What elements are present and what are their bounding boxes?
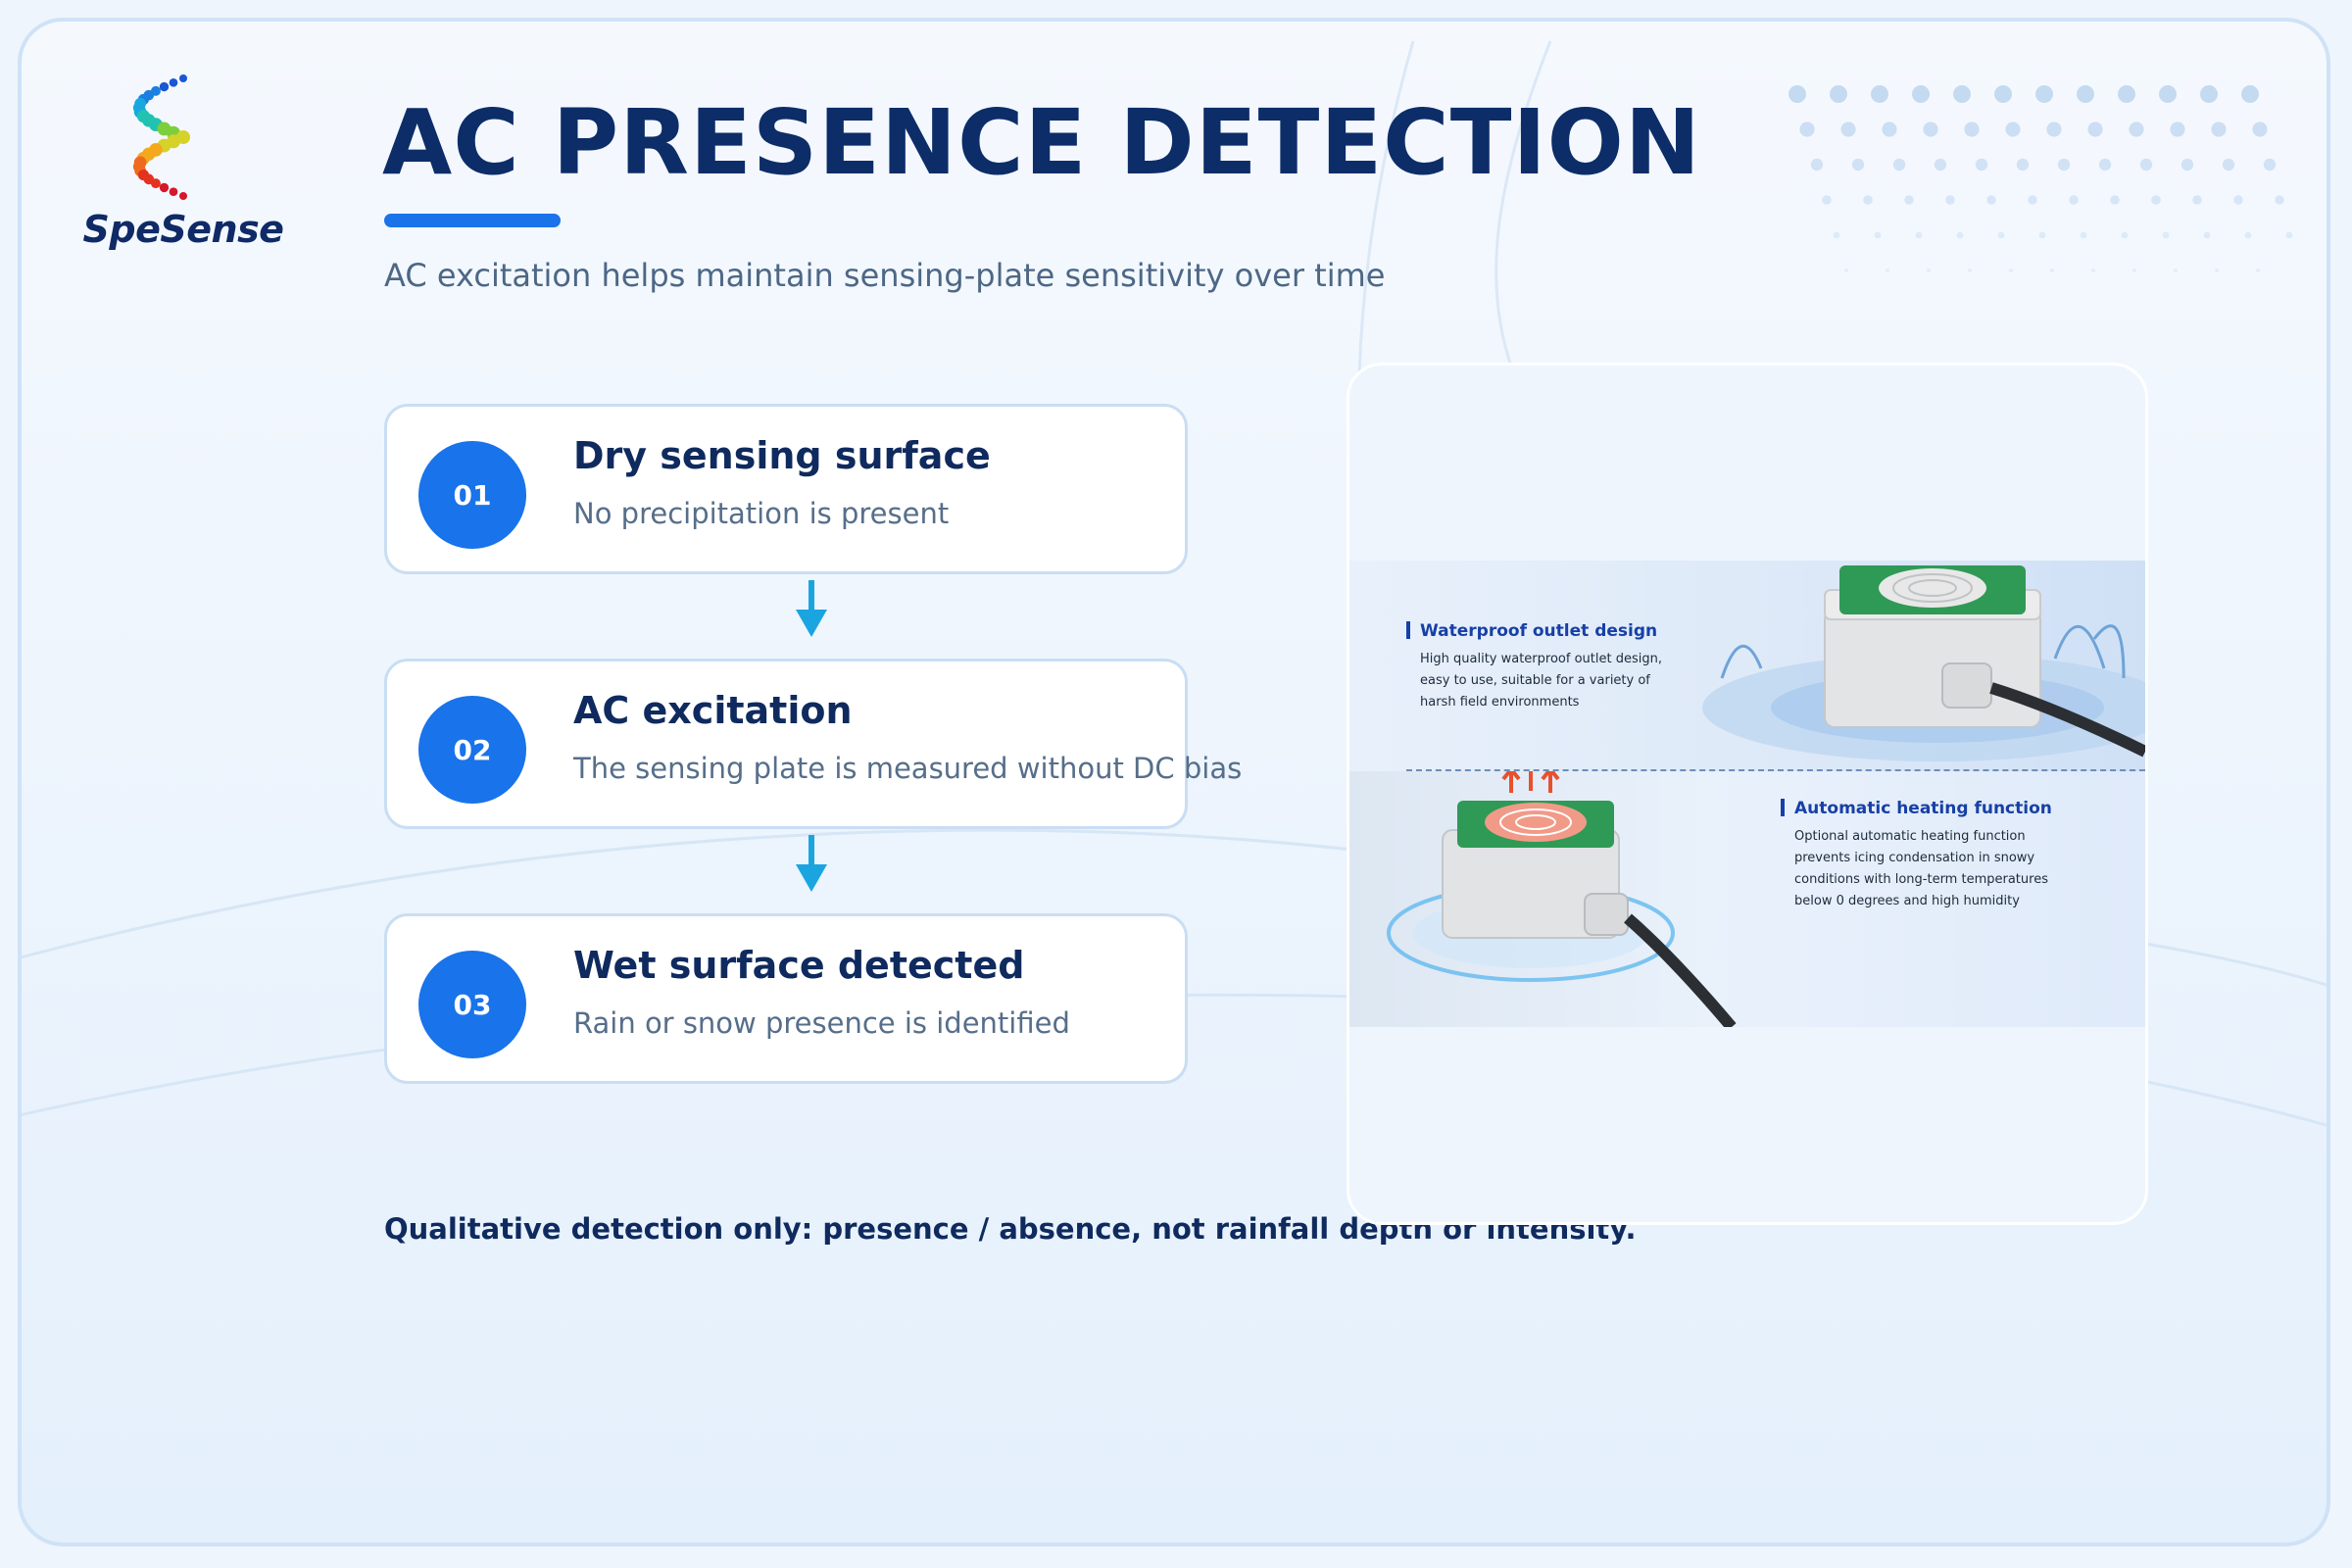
slide-frame: SpeSense AC PRESENCE DETECTION AC excita… — [18, 18, 2330, 1546]
arrow-down-icon — [796, 580, 827, 637]
step-number-badge: 01 — [418, 441, 526, 549]
step-description: Rain or snow presence is identified — [573, 1006, 1070, 1040]
product-photo: Waterproof outlet design High quality wa… — [1349, 561, 2145, 1027]
feature-title: Automatic heating function — [1781, 799, 2052, 818]
photo-divider — [1406, 769, 2145, 771]
feature-waterproof: Waterproof outlet design High quality wa… — [1406, 621, 1662, 713]
step-number-badge: 02 — [418, 696, 526, 804]
step-card-02: 02 AC excitation The sensing plate is me… — [384, 659, 1242, 829]
title-underline — [384, 214, 561, 227]
feature-description: High quality waterproof outlet design, e… — [1420, 652, 1662, 710]
step-title: Dry sensing surface — [573, 434, 991, 477]
page-title: AC PRESENCE DETECTION — [382, 90, 1701, 195]
logo-mark-icon — [132, 74, 190, 200]
feature-description: Optional automatic heating function prev… — [1794, 829, 2048, 908]
step-title: Wet surface detected — [573, 944, 1025, 987]
waterproof-photo-section: Waterproof outlet design High quality wa… — [1349, 561, 2145, 771]
arrow-down-icon — [796, 835, 827, 892]
heated-sensor-in-snow-illustration — [1387, 771, 1737, 1027]
dot-grid — [1788, 85, 2293, 272]
product-image-panel: Waterproof outlet design High quality wa… — [1347, 363, 2148, 1225]
sensor-in-water-illustration — [1702, 565, 2145, 761]
step-description: No precipitation is present — [573, 497, 950, 530]
page-subtitle: AC excitation helps maintain sensing-pla… — [384, 257, 1386, 294]
step-title: AC excitation — [573, 689, 853, 732]
step-number-badge: 03 — [418, 951, 526, 1058]
step-card-01: 01 Dry sensing surface No precipitation … — [384, 404, 1188, 574]
feature-heating: Automatic heating function Optional auto… — [1781, 799, 2052, 912]
logo-text: SpeSense — [82, 208, 284, 251]
heating-photo-section: Automatic heating function Optional auto… — [1349, 771, 2145, 1027]
step-card-03: 03 Wet surface detected Rain or snow pre… — [384, 913, 1188, 1084]
feature-title: Waterproof outlet design — [1406, 621, 1662, 641]
step-description: The sensing plate is measured without DC… — [573, 752, 1243, 785]
spesense-logo: SpeSense — [75, 61, 291, 267]
